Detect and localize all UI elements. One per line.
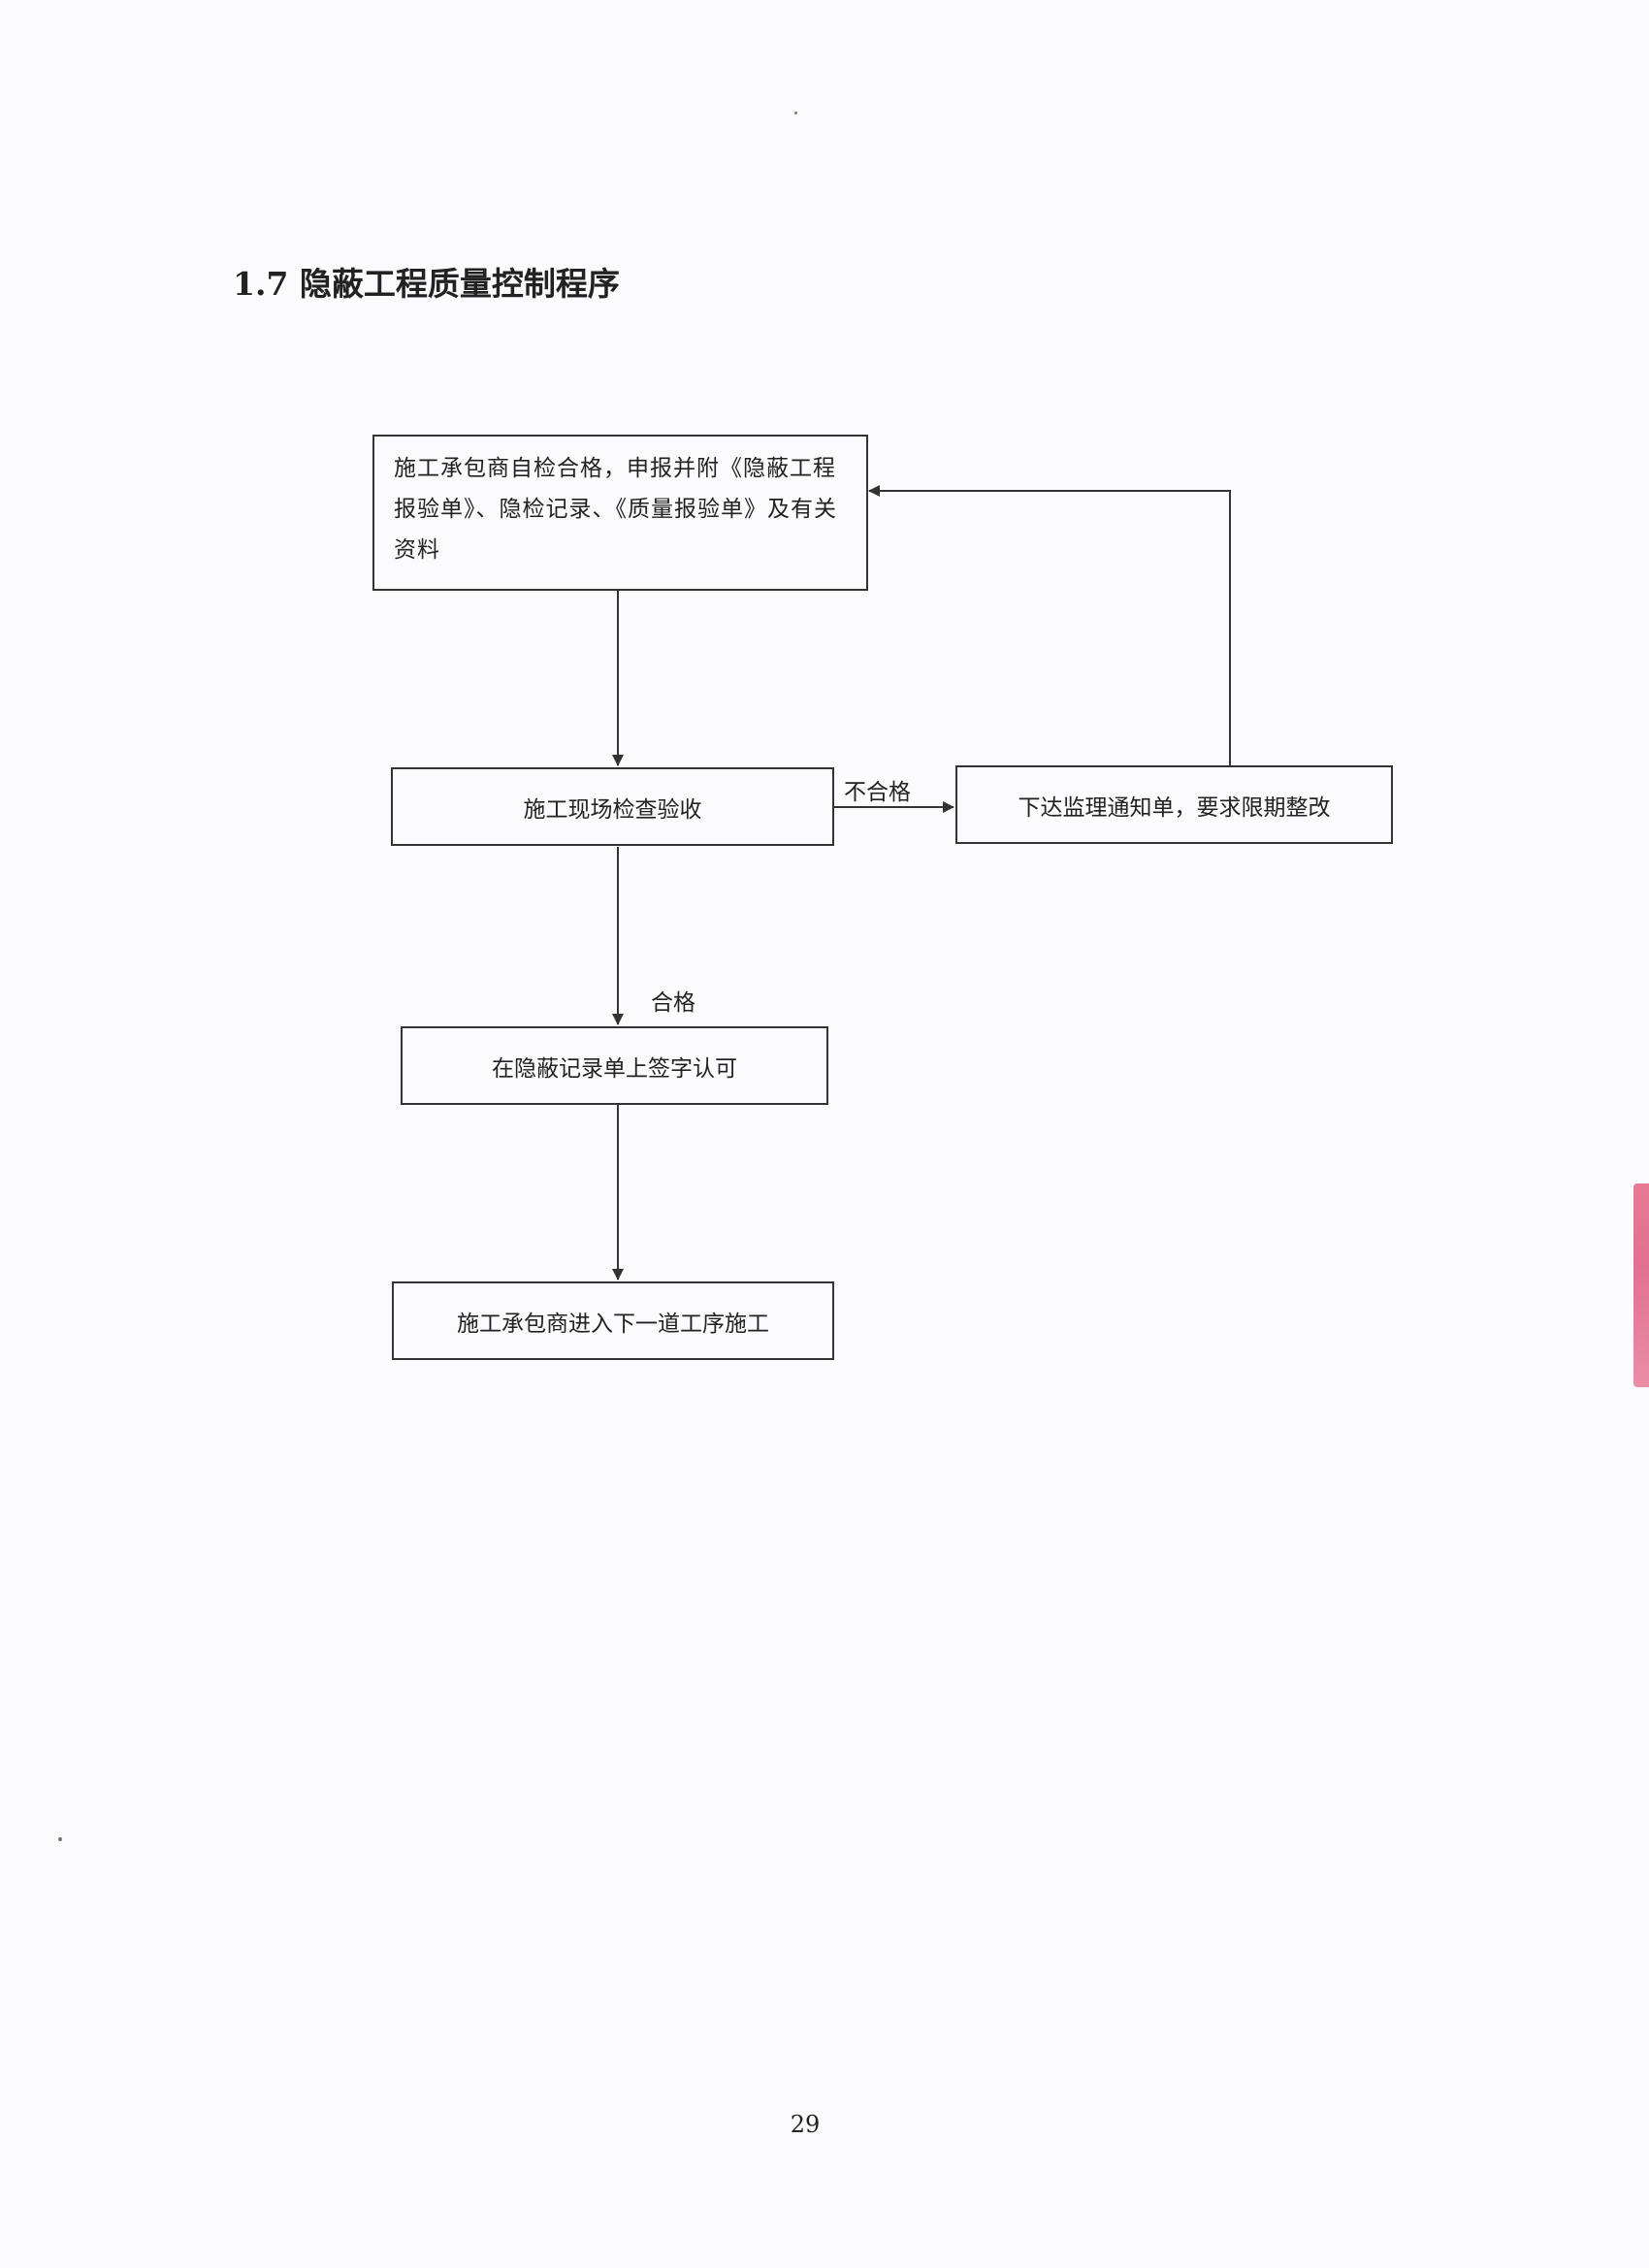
section-heading: 1.7 隐蔽工程质量控制程序 xyxy=(233,265,620,303)
page-number: 29 xyxy=(790,2111,821,2138)
node-sign: 在隐蔽记录单上签字认可 xyxy=(401,1026,828,1105)
node-next: 施工承包商进入下一道工序施工 xyxy=(392,1281,834,1360)
scan-speck xyxy=(58,1837,62,1841)
red-stamp-fragment xyxy=(1633,1183,1649,1387)
arrow-rectify-to-submit xyxy=(868,485,1231,765)
edge-label-pass: 合格 xyxy=(651,990,695,1016)
node-inspect: 施工现场检查验收 xyxy=(391,767,834,846)
scan-speck xyxy=(794,112,797,114)
node-rectify: 下达监理通知单，要求限期整改 xyxy=(955,765,1393,844)
edge-label-fail: 不合格 xyxy=(844,780,911,805)
node-submit: 施工承包商自检合格，申报并附《隐蔽工程报验单》、隐检记录、《质量报验单》及有关资… xyxy=(372,435,868,591)
